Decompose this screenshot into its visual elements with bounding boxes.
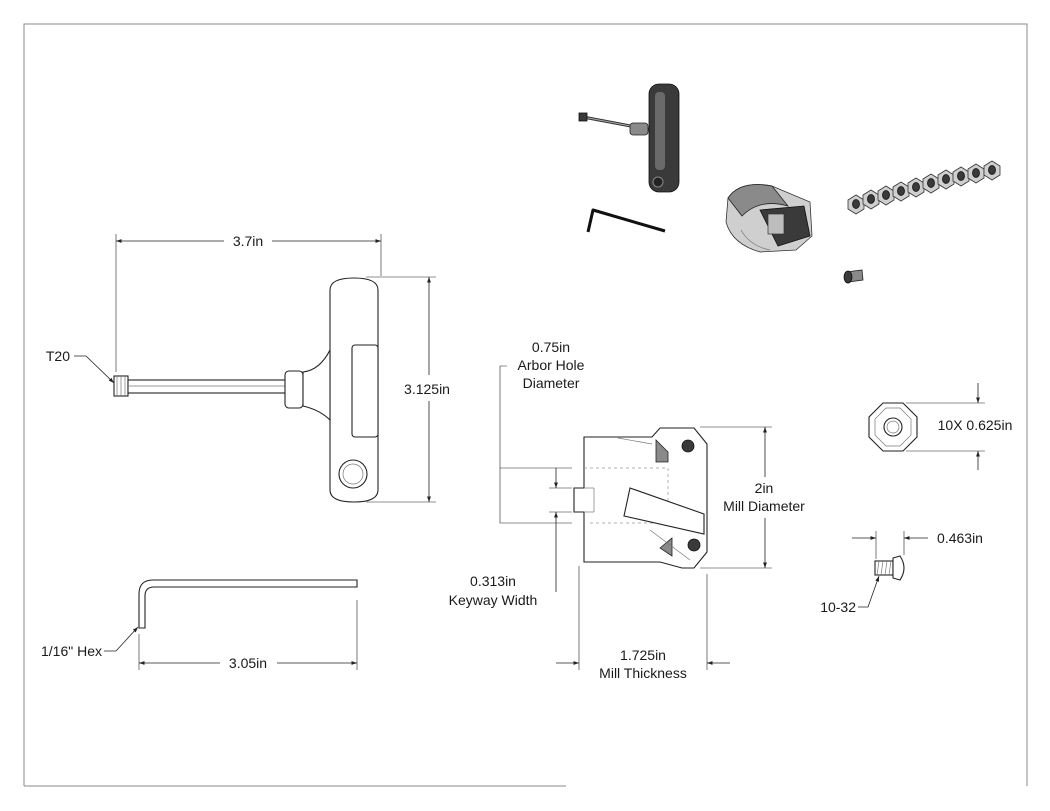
mill-diameter-label: Mill Diameter xyxy=(723,498,805,514)
dim-screw-length xyxy=(852,531,928,559)
dim-tdriver-tip-leader xyxy=(74,355,115,384)
screw-thread-label: 10-32 xyxy=(820,599,856,615)
dim-mill-thickness xyxy=(556,566,730,670)
hexkey-size-label: 1/16" Hex xyxy=(41,643,102,659)
iso-mill-cutter xyxy=(725,184,813,253)
sheet-border xyxy=(23,23,1028,786)
keyway-value-label: 0.313in xyxy=(470,573,516,589)
dim-keyway-width xyxy=(549,468,572,592)
t-driver-drawing xyxy=(113,277,379,503)
hexkey-length-label: 3.05in xyxy=(229,655,267,671)
hex-key-drawing xyxy=(138,579,358,629)
mill-cutter-drawing xyxy=(573,427,708,569)
tdriver-length-label: 3.7in xyxy=(233,233,263,249)
screw-length-label: 0.463in xyxy=(937,530,983,546)
screw-drawing xyxy=(874,555,905,581)
mill-thickness-label: Mill Thickness xyxy=(599,665,687,681)
dim-arbor-hole xyxy=(499,365,572,524)
arbor-value-label: 0.75in xyxy=(532,339,570,355)
mill-thickness-value-label: 1.725in xyxy=(620,647,666,663)
iso-hex-key xyxy=(586,208,666,233)
iso-t-driver xyxy=(578,83,680,193)
dim-screw-thread-leader xyxy=(858,575,880,608)
dim-tdriver-length xyxy=(115,234,382,372)
tdriver-height-label: 3.125in xyxy=(404,381,450,397)
keyway-label: Keyway Width xyxy=(449,592,538,608)
dim-hexkey-size-leader xyxy=(104,626,139,652)
tdriver-tip-label: T20 xyxy=(46,348,70,364)
dim-mill-diameter xyxy=(700,426,772,569)
mill-diameter-value-label: 2in xyxy=(755,480,774,496)
dim-insert-size xyxy=(906,383,985,470)
iso-screw xyxy=(843,269,864,284)
insert-drawing xyxy=(868,402,918,452)
arbor-line2-label: Diameter xyxy=(523,375,580,391)
dim-hexkey-length xyxy=(138,600,358,670)
arbor-line1-label: Arbor Hole xyxy=(518,357,585,373)
insert-size-label: 10X 0.625in xyxy=(938,417,1013,433)
dim-tdriver-height xyxy=(366,276,436,503)
iso-insert-row xyxy=(847,160,1001,215)
